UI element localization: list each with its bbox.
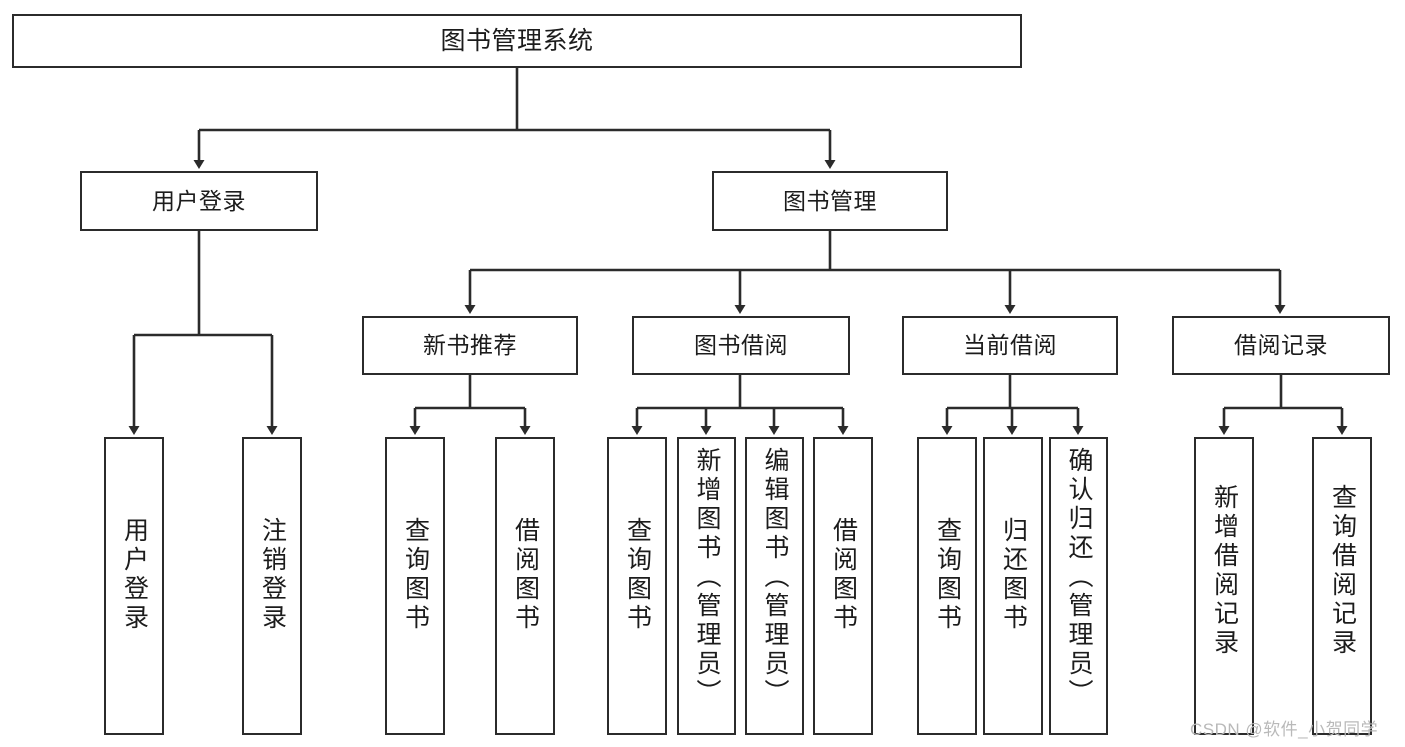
node-user-login[interactable]: 用户登录 xyxy=(80,171,318,231)
node-leaf-user-logout-label: 注销登录 xyxy=(258,517,287,633)
node-leaf-add-record[interactable]: 新增借阅记录 xyxy=(1194,437,1254,735)
node-root-label: 图书管理系统 xyxy=(440,26,594,55)
node-leaf-add-book[interactable]: 新增图书（管理员） xyxy=(677,437,736,735)
node-book-manage[interactable]: 图书管理 xyxy=(712,171,948,231)
node-borrow-record[interactable]: 借阅记录 xyxy=(1172,316,1390,375)
node-new-book-rec-label: 新书推荐 xyxy=(423,332,517,359)
node-book-manage-label: 图书管理 xyxy=(783,187,877,214)
node-leaf-borrow-book-2-label: 借阅图书 xyxy=(829,517,858,633)
node-leaf-borrow-book-1-label: 借阅图书 xyxy=(511,517,540,633)
node-leaf-return-book[interactable]: 归还图书 xyxy=(983,437,1043,735)
node-leaf-query-book-2[interactable]: 查询图书 xyxy=(607,437,667,735)
node-leaf-edit-book[interactable]: 编辑图书（管理员） xyxy=(745,437,804,735)
node-book-borrow[interactable]: 图书借阅 xyxy=(632,316,850,375)
node-leaf-return-book-label: 归还图书 xyxy=(999,517,1028,633)
node-leaf-edit-book-label: 编辑图书（管理员） xyxy=(761,447,789,708)
node-leaf-confirm-return[interactable]: 确认归还（管理员） xyxy=(1049,437,1108,735)
node-book-borrow-label: 图书借阅 xyxy=(694,332,788,359)
csdn-watermark: CSDN @软件_小贺同学 xyxy=(1190,720,1379,739)
node-leaf-query-record-label: 查询借阅记录 xyxy=(1328,484,1357,658)
node-leaf-query-book-1[interactable]: 查询图书 xyxy=(385,437,445,735)
node-leaf-add-book-label: 新增图书（管理员） xyxy=(693,447,721,708)
node-leaf-borrow-book-2[interactable]: 借阅图书 xyxy=(813,437,873,735)
node-leaf-query-record[interactable]: 查询借阅记录 xyxy=(1312,437,1372,735)
node-leaf-user-logout[interactable]: 注销登录 xyxy=(242,437,302,735)
node-user-login-label: 用户登录 xyxy=(152,187,246,214)
node-new-book-rec[interactable]: 新书推荐 xyxy=(362,316,578,375)
node-leaf-user-login-label: 用户登录 xyxy=(120,517,149,633)
node-leaf-user-login[interactable]: 用户登录 xyxy=(104,437,164,735)
node-leaf-confirm-return-label: 确认归还（管理员） xyxy=(1065,447,1093,708)
node-leaf-query-book-2-label: 查询图书 xyxy=(623,517,652,633)
node-leaf-query-book-3[interactable]: 查询图书 xyxy=(917,437,977,735)
node-borrow-record-label: 借阅记录 xyxy=(1234,332,1328,359)
node-root[interactable]: 图书管理系统 xyxy=(12,14,1022,68)
node-leaf-query-book-1-label: 查询图书 xyxy=(401,517,430,633)
node-current-borrow[interactable]: 当前借阅 xyxy=(902,316,1118,375)
node-leaf-borrow-book-1[interactable]: 借阅图书 xyxy=(495,437,555,735)
node-leaf-query-book-3-label: 查询图书 xyxy=(933,517,962,633)
node-leaf-add-record-label: 新增借阅记录 xyxy=(1210,484,1239,658)
node-current-borrow-label: 当前借阅 xyxy=(963,332,1057,359)
